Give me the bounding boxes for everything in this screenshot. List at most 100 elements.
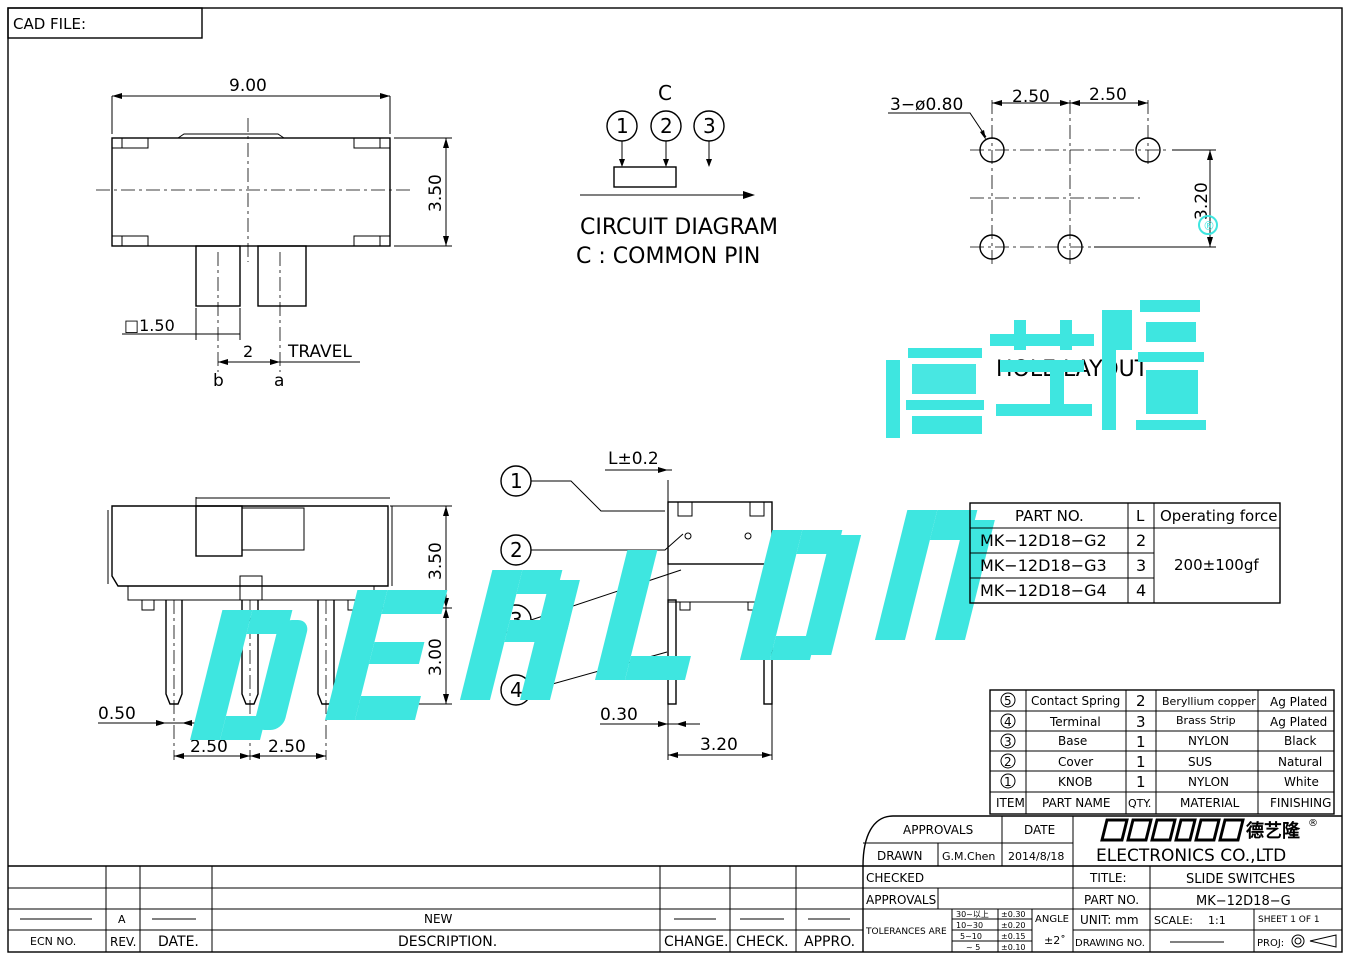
bom-fin-3: Black: [1284, 734, 1317, 748]
bom-name-4: Terminal: [1049, 715, 1101, 729]
company-logo: [1100, 818, 1245, 842]
hole-pitch-2: 2.50: [1089, 85, 1127, 105]
bom-qty-1: 1: [1136, 773, 1146, 791]
dealon-watermark: ®: [190, 215, 1218, 740]
bom-mat-4: Brass Strip: [1176, 714, 1236, 727]
hole-spec: 3−ø0.80: [890, 95, 963, 115]
pin-size-dim: □1.50: [124, 316, 175, 335]
bom-h-item: ITEM: [996, 796, 1025, 810]
top-width-dim: 9.00: [229, 76, 267, 96]
cad-file-label: CAD FILE:: [13, 15, 86, 33]
tb-title-label: TITLE:: [1089, 871, 1127, 885]
logo-registered: ®: [1308, 818, 1318, 829]
rev-desc: NEW: [424, 912, 453, 926]
bom-name-3: Base: [1058, 734, 1087, 748]
tb-angle-label: ANGLE: [1035, 914, 1069, 925]
rev-h-date: DATE.: [158, 934, 199, 950]
circuit-pin-1: 1: [616, 114, 629, 138]
bom-h-qty: QTY.: [1128, 797, 1151, 810]
bom-table: 5 4 3 2 1 Contact Spring Terminal Base C…: [989, 689, 1335, 815]
callout-2: 2: [510, 538, 523, 562]
travel-value: 2: [243, 342, 253, 361]
tb-scale-value: 1:1: [1208, 914, 1226, 927]
top-height-dim: 3.50: [426, 174, 446, 212]
bom-h-material: MATERIAL: [1180, 796, 1240, 810]
bom-item-2: 2: [1004, 755, 1012, 769]
tb-sheet: SHEET 1 OF 1: [1258, 915, 1320, 925]
pt-row-1-l: 2: [1136, 531, 1146, 550]
pt-row-2-l: 3: [1136, 556, 1146, 575]
top-view: 9.00 3.50 □1.50 2 TRAVEL b a: [96, 76, 452, 391]
front-pitch-1: 2.50: [190, 737, 228, 757]
bom-h-name: PART NAME: [1042, 796, 1110, 810]
bom-name-5: Contact Spring: [1031, 694, 1120, 708]
tb-title-value: SLIDE SWITCHES: [1186, 872, 1295, 887]
tb-company: ELECTRONICS CO.,LTD: [1096, 846, 1286, 866]
projection-symbol-icon: [1291, 934, 1337, 948]
bom-qty-4: 3: [1136, 713, 1146, 731]
revision-block: A NEW ECN NO. REV. DATE. DESCRIPTION. CH…: [20, 866, 864, 952]
side-thickness: 0.30: [600, 705, 638, 725]
pt-force: 200±100gf: [1174, 556, 1259, 574]
tol-range-3: 5~10: [960, 932, 982, 941]
registered-mark: ®: [1203, 219, 1215, 233]
tb-drawn: DRAWN: [877, 849, 923, 863]
rev-h-desc: DESCRIPTION.: [398, 934, 497, 950]
bom-qty-3: 1: [1136, 733, 1146, 751]
tol-value-1: ±0.30: [1001, 910, 1026, 919]
tol-value-4: ±0.10: [1001, 943, 1026, 952]
front-pin-len-dim: 3.00: [426, 638, 446, 676]
bom-fin-4: Ag Plated: [1270, 715, 1327, 729]
tb-drawn-date: 2014/8/18: [1008, 850, 1064, 863]
tb-part-no-value: MK−12D18−G: [1196, 894, 1291, 909]
pt-header-force: Operating force: [1160, 507, 1278, 525]
hole-row-gap: 3.20: [1192, 182, 1212, 220]
side-view: L±0.2 0.30 3.20 1 2 3 4: [500, 449, 773, 760]
tol-range-2: 10~30: [956, 921, 983, 930]
cad-file-box: [7, 7, 203, 39]
bom-fin-5: Ag Plated: [1270, 695, 1327, 709]
tb-tolerances: TOLERANCES ARE: [865, 927, 947, 937]
pt-header-part: PART NO.: [1015, 507, 1084, 525]
bom-item-3: 3: [1004, 735, 1012, 749]
pt-row-1-part: MK−12D18−G2: [980, 531, 1107, 550]
rev-h-rev: REV.: [110, 935, 136, 949]
tol-range-4: ~ 5: [966, 943, 980, 952]
logo-chinese: 德艺隆: [1246, 820, 1301, 842]
title-block: APPROVALS DATE DRAWN G.M.Chen 2014/8/18 …: [8, 815, 1342, 952]
tol-value-3: ±0.15: [1001, 932, 1026, 941]
tol-range-1: 30~以上: [956, 910, 989, 919]
bom-item-4: 4: [1004, 715, 1012, 729]
pos-b-label: b: [213, 371, 224, 391]
hole-pitch-1: 2.50: [1012, 87, 1050, 107]
rev-h-check: CHECK.: [736, 934, 789, 950]
rev-value: A: [118, 913, 126, 926]
tb-approvals: APPROVALS: [903, 823, 973, 837]
pt-row-3-part: MK−12D18−G4: [980, 581, 1107, 600]
tol-value-2: ±0.20: [1001, 921, 1026, 930]
rev-h-ecn: ECN NO.: [30, 935, 76, 948]
bom-fin-2: Natural: [1278, 755, 1322, 769]
bom-mat-3: NYLON: [1188, 734, 1229, 748]
circuit-title: CIRCUIT DIAGRAM: [580, 215, 778, 240]
circuit-diagram: C 1 2 3 CIRCUIT DIAGRAM C : COMMON PIN: [576, 81, 778, 269]
tb-unit: UNIT: mm: [1080, 913, 1139, 927]
part-number-table: PART NO. L Operating force MK−12D18−G2 M…: [969, 502, 1281, 604]
side-span: 3.20: [700, 735, 738, 755]
circuit-pin-3: 3: [703, 114, 716, 138]
front-height-dim: 3.50: [426, 542, 446, 580]
sheet-border: [7, 7, 1343, 953]
circuit-pin-2: 2: [660, 114, 673, 138]
bom-mat-1: NYLON: [1188, 775, 1229, 789]
circuit-common-label: C: [658, 81, 672, 105]
rev-h-change: CHANGE.: [664, 934, 729, 950]
bom-item-1: 1: [1004, 775, 1012, 789]
l-tolerance: L±0.2: [608, 449, 659, 469]
pos-a-label: a: [274, 371, 284, 391]
tb-date: DATE: [1024, 823, 1055, 837]
pt-row-2-part: MK−12D18−G3: [980, 556, 1107, 575]
tb-checked: CHECKED: [866, 871, 924, 885]
bom-qty-2: 1: [1136, 753, 1146, 771]
tb-angle-value: ±2˚: [1044, 934, 1066, 947]
bom-qty-5: 2: [1136, 692, 1146, 710]
